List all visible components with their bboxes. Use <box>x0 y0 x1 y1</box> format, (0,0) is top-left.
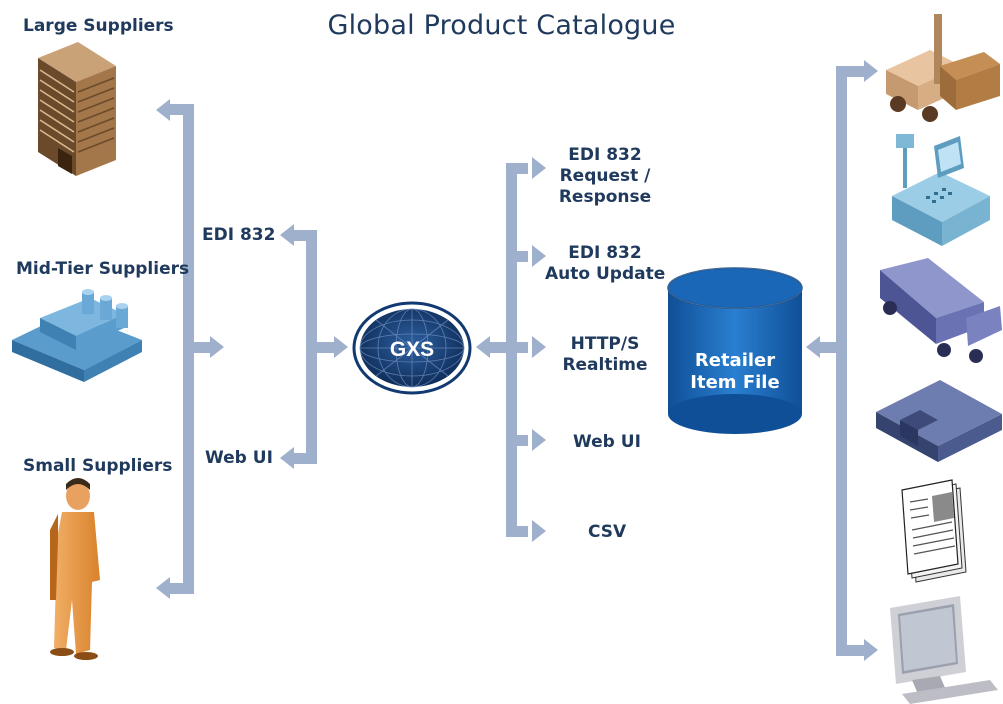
outbound-edi-request-line1: EDI 832 <box>568 145 642 165</box>
outbound-edi-auto-line2: Auto Update <box>545 264 666 284</box>
cash-register-icon <box>892 134 990 246</box>
left-supplier-bus <box>156 99 224 599</box>
diagram-title: Global Product Catalogue <box>327 10 676 41</box>
outbound-edi-request-label: EDI 832 Request / Response <box>555 145 655 208</box>
factory-icon <box>12 289 142 382</box>
database-label-line1: Retailer <box>695 350 775 371</box>
outbound-csv-label: CSV <box>588 522 627 542</box>
large-suppliers-label: Large Suppliers <box>23 16 174 36</box>
truck-icon <box>880 258 1002 363</box>
inbound-web-ui-label: Web UI <box>205 448 273 468</box>
small-suppliers-label: Small Suppliers <box>23 456 173 476</box>
store-icon <box>876 380 1002 462</box>
gxs-hub <box>352 301 472 395</box>
office-building-icon <box>38 42 116 176</box>
outbound-web-ui-label: Web UI <box>573 432 641 452</box>
outbound-http-line2: Realtime <box>562 355 648 375</box>
inbound-bus <box>280 224 348 469</box>
database-label-line2: Item File <box>690 372 779 393</box>
computer-icon <box>890 596 998 704</box>
mid-tier-suppliers-label: Mid-Tier Suppliers <box>16 259 190 279</box>
outbound-bus <box>476 157 546 542</box>
person-icon <box>50 478 100 660</box>
outbound-edi-request-line3: Response <box>558 187 652 207</box>
forklift-icon <box>886 14 1000 122</box>
documents-icon <box>901 479 967 583</box>
inbound-edi-label: EDI 832 <box>202 225 276 245</box>
outbound-edi-auto-line1: EDI 832 <box>568 243 642 263</box>
hub-label: GXS <box>390 338 434 361</box>
outbound-edi-auto-label: EDI 832 Auto Update <box>545 243 665 285</box>
outbound-http-label: HTTP/S Realtime <box>555 334 655 376</box>
database-cylinder-icon <box>667 267 803 434</box>
outbound-edi-request-line2: Request / <box>559 166 651 186</box>
outbound-http-line1: HTTP/S <box>570 334 640 354</box>
distribution-bus <box>806 60 878 661</box>
